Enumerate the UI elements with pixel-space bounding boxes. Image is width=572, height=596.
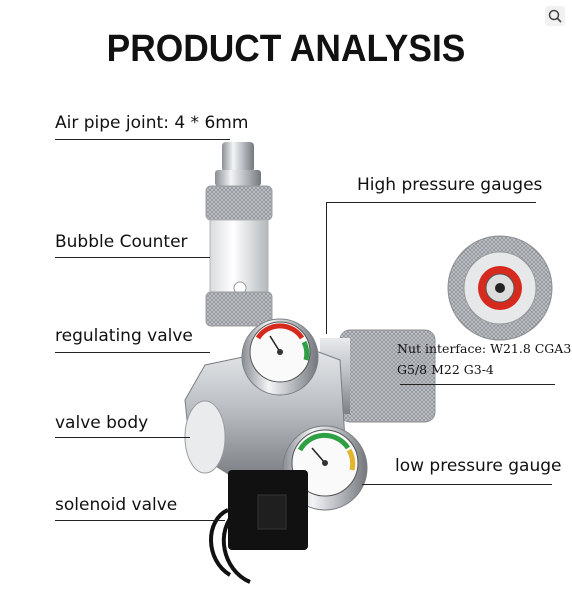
label-high-pressure: High pressure gauges [357,175,543,195]
label-regulating-valve: regulating valve [55,326,193,346]
leader-bubble-counter [55,257,210,258]
leader-air-pipe [55,139,230,140]
bubble-counter-shape [209,219,269,293]
label-bubble-counter: Bubble Counter [55,232,188,252]
page-title: PRODUCT ANALYSIS [106,28,466,70]
label-nut-line1: Nut interface: W21.8 CGA320 [397,341,572,356]
pipe-fitting-shape [222,142,254,172]
leader-valve-body [55,437,190,438]
leader-regulating-valve [55,352,210,353]
label-air-pipe: Air pipe joint: 4 * 6mm [55,113,249,133]
label-valve-body: valve body [55,413,149,433]
leader-high-pressure [326,202,536,203]
label-low-pressure: low pressure gauge [395,456,562,476]
label-nut-line2: G5/8 M22 G3-4 [397,362,494,377]
zoom-icon [548,9,562,23]
label-solenoid-valve: solenoid valve [55,495,178,515]
leader-nut-interface [400,384,555,385]
leader-low-pressure [362,484,552,485]
leader-solenoid-valve [55,520,225,521]
zoom-button[interactable] [545,6,565,26]
leader-high-pressure-vertical [326,202,327,334]
